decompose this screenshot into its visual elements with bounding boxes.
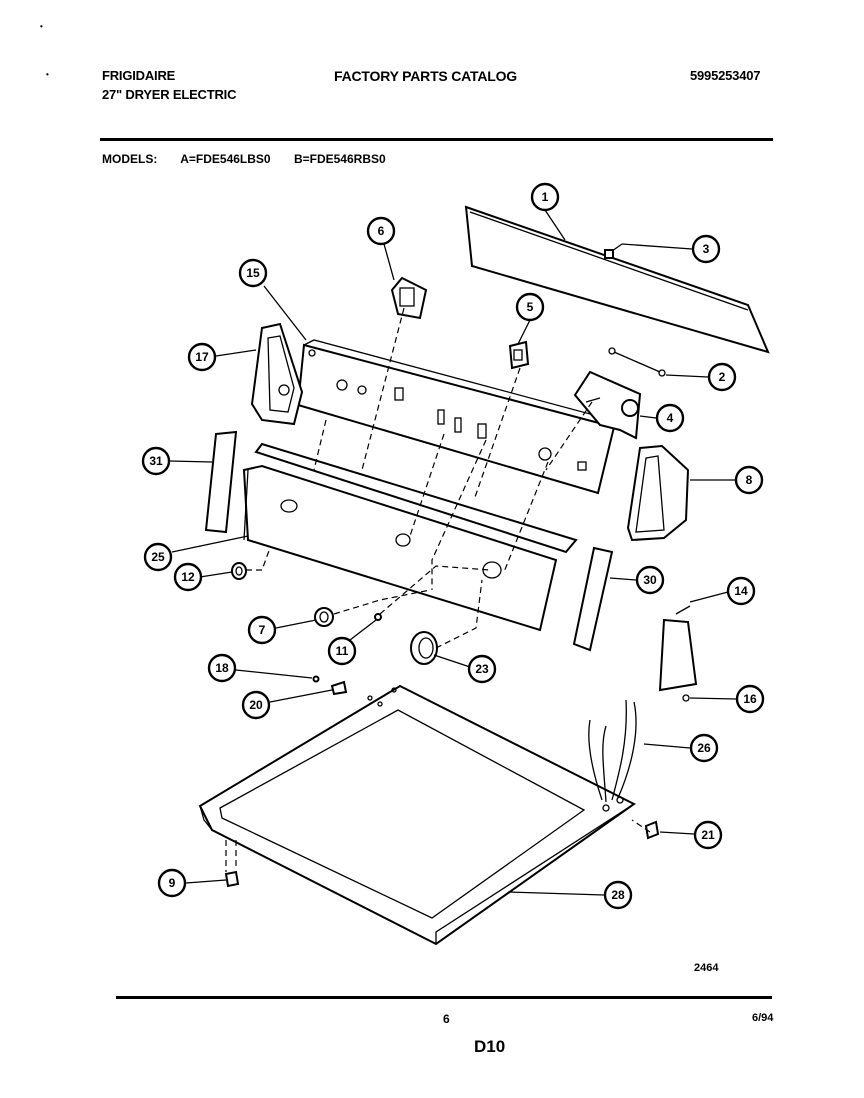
callout-14: 14 bbox=[726, 576, 756, 606]
svg-text:4: 4 bbox=[667, 411, 674, 425]
callout-15: 15 bbox=[238, 258, 268, 288]
part-small-switch bbox=[508, 340, 530, 370]
part-spring bbox=[374, 613, 382, 621]
part-terminal-block bbox=[658, 605, 698, 702]
part-timer bbox=[573, 370, 642, 440]
callout-20: 20 bbox=[241, 690, 271, 720]
svg-text:3: 3 bbox=[703, 242, 710, 256]
callout-16: 16 bbox=[735, 684, 765, 714]
part-knob bbox=[314, 607, 334, 627]
part-console-trim bbox=[242, 442, 578, 632]
leader-lines bbox=[169, 209, 737, 896]
scan-speck: • bbox=[40, 22, 43, 31]
part-screw bbox=[604, 243, 623, 259]
scan-speck: • bbox=[46, 70, 49, 79]
svg-text:28: 28 bbox=[611, 888, 625, 902]
model-b: B=FDE546RBS0 bbox=[293, 152, 386, 166]
callout-2: 2 bbox=[707, 362, 737, 392]
model-a: A=FDE546LBS0 bbox=[180, 152, 271, 166]
callout-31: 31 bbox=[141, 446, 171, 476]
callout-30: 30 bbox=[635, 565, 665, 595]
callout-26: 26 bbox=[689, 733, 719, 763]
svg-text:17: 17 bbox=[195, 350, 209, 364]
alignment-lines bbox=[225, 307, 651, 872]
svg-text:14: 14 bbox=[734, 584, 748, 598]
svg-text:23: 23 bbox=[475, 662, 489, 676]
svg-text:18: 18 bbox=[215, 661, 229, 675]
svg-text:2: 2 bbox=[719, 370, 726, 384]
callout-8: 8 bbox=[734, 465, 764, 495]
page-number: 6 bbox=[443, 1012, 450, 1026]
callout-bubbles: 1 2 3 4 5 6 7 8 9 11 12 14 15 16 17 18 2… bbox=[141, 182, 765, 910]
svg-text:30: 30 bbox=[643, 573, 657, 587]
callout-4: 4 bbox=[655, 403, 685, 433]
callout-7: 7 bbox=[247, 615, 277, 645]
callout-25: 25 bbox=[143, 542, 173, 572]
callout-23: 23 bbox=[467, 654, 497, 684]
svg-text:11: 11 bbox=[336, 644, 349, 658]
figure-id: 2464 bbox=[694, 962, 719, 974]
svg-text:5: 5 bbox=[527, 300, 534, 314]
svg-text:26: 26 bbox=[697, 741, 711, 755]
header-rule bbox=[100, 138, 773, 141]
callout-9: 9 bbox=[157, 868, 187, 898]
callout-21: 21 bbox=[693, 820, 723, 850]
part-indicator-knob bbox=[231, 562, 247, 580]
part-left-trim bbox=[204, 430, 238, 534]
page-date: 6/94 bbox=[752, 1012, 774, 1024]
catalog-title: FACTORY PARTS CATALOG bbox=[334, 68, 517, 84]
callout-3: 3 bbox=[691, 234, 721, 264]
callout-5: 5 bbox=[515, 292, 545, 322]
svg-text:1: 1 bbox=[542, 190, 549, 204]
callout-28: 28 bbox=[603, 880, 633, 910]
part-cabinet-top bbox=[198, 684, 636, 946]
svg-text:20: 20 bbox=[249, 698, 263, 712]
part-top-screw bbox=[224, 870, 240, 888]
footer-rule bbox=[116, 996, 772, 999]
callout-6: 6 bbox=[366, 216, 396, 246]
svg-text:9: 9 bbox=[169, 876, 176, 890]
svg-text:25: 25 bbox=[151, 550, 165, 564]
models-label: MODELS: bbox=[102, 152, 158, 166]
part-left-end-cap bbox=[250, 322, 304, 426]
svg-text:16: 16 bbox=[743, 692, 757, 706]
callout-11: 11 bbox=[327, 636, 357, 666]
callout-1: 1 bbox=[530, 182, 560, 212]
svg-text:31: 31 bbox=[149, 454, 163, 468]
svg-text:21: 21 bbox=[701, 828, 715, 842]
svg-text:8: 8 bbox=[746, 473, 753, 487]
brand-name: FRIGIDAIRE bbox=[102, 68, 176, 83]
section-code: D10 bbox=[474, 1037, 506, 1056]
callout-18: 18 bbox=[207, 653, 237, 683]
part-screws bbox=[312, 675, 348, 696]
callout-12: 12 bbox=[173, 562, 203, 592]
models-row: MODELS: A=FDE546LBS0 B=FDE546RBS0 bbox=[102, 152, 406, 166]
part-wire-harness bbox=[588, 699, 637, 803]
part-wire bbox=[608, 347, 666, 377]
product-description: 27" DRYER ELECTRIC bbox=[102, 87, 237, 102]
part-timer-knob bbox=[410, 631, 438, 665]
part-right-trim bbox=[572, 546, 614, 652]
catalog-part-number: 5995253407 bbox=[690, 68, 761, 83]
svg-text:12: 12 bbox=[181, 570, 195, 584]
part-clamp bbox=[644, 820, 660, 840]
part-top-panel bbox=[464, 205, 770, 354]
svg-text:6: 6 bbox=[378, 224, 385, 238]
callout-17: 17 bbox=[187, 342, 217, 372]
svg-text:15: 15 bbox=[246, 266, 260, 280]
part-switch bbox=[390, 276, 428, 320]
svg-text:7: 7 bbox=[259, 623, 266, 637]
part-right-end-cap bbox=[626, 444, 690, 542]
